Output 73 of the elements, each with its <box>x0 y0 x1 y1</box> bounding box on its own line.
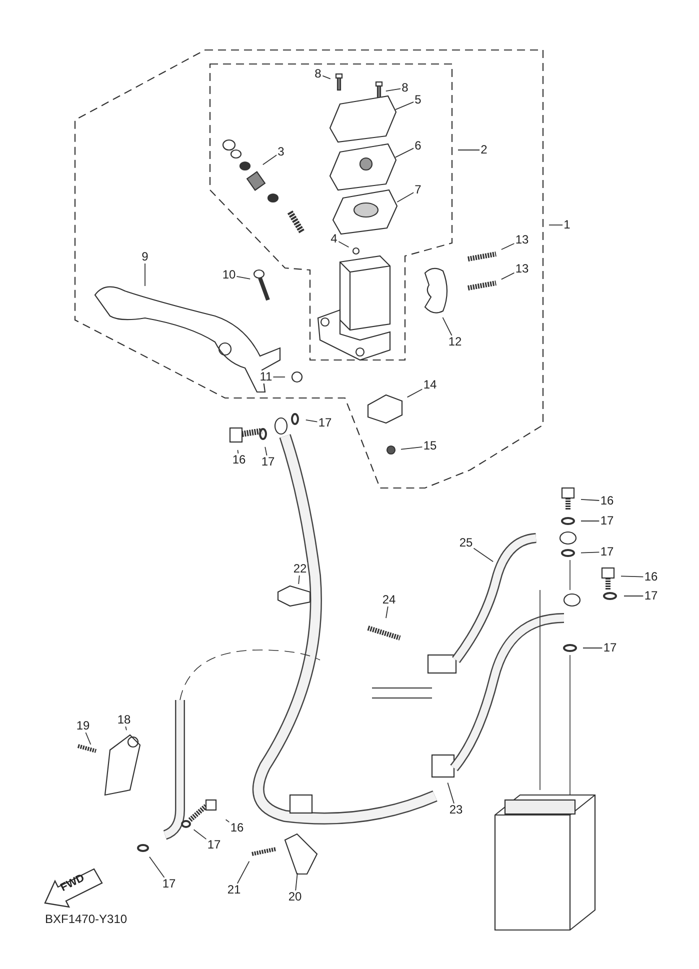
leader-line <box>225 819 230 823</box>
leader-line <box>442 316 452 336</box>
direction-label: FWD <box>58 872 86 894</box>
callout-number: 10 <box>221 268 237 282</box>
callout-number: 5 <box>414 94 422 106</box>
callout-number: 13 <box>514 262 530 276</box>
callout-number: 2 <box>480 144 488 156</box>
leader-line <box>85 732 92 745</box>
callout-number: 20 <box>287 890 303 904</box>
leader-line <box>144 263 146 286</box>
callout-number: 7 <box>414 184 422 196</box>
leader-line <box>149 856 165 878</box>
leader-line <box>447 782 454 804</box>
callout-number: 17 <box>643 590 659 602</box>
leader-line <box>236 860 250 884</box>
callout-number: 19 <box>75 720 91 732</box>
leader-line <box>305 419 318 422</box>
callout-number: 17 <box>317 416 333 430</box>
callout-number: 14 <box>422 378 438 392</box>
callout-number: 13 <box>514 234 530 246</box>
leader-line <box>500 272 515 280</box>
leader-line <box>264 446 268 456</box>
leader-line <box>620 576 644 578</box>
callout-number: 15 <box>422 440 438 452</box>
callout-number: 17 <box>602 642 618 654</box>
leader-line <box>500 243 515 250</box>
callout-number: 3 <box>276 146 286 158</box>
callout-number: 4 <box>330 232 338 246</box>
callout-number: 23 <box>448 804 464 816</box>
callout-number: 8 <box>400 82 410 94</box>
callout-number: 17 <box>260 456 276 468</box>
callout-number: 16 <box>231 454 247 466</box>
callout-number: 24 <box>381 594 397 606</box>
callout-number: 21 <box>226 884 242 896</box>
leader-line <box>262 154 278 166</box>
callout-number: 9 <box>140 250 150 264</box>
leader-line <box>125 726 127 731</box>
leader-line <box>406 388 423 398</box>
callout-number: 25 <box>458 536 474 550</box>
callout-number: 18 <box>116 714 132 726</box>
leader-line <box>548 224 564 226</box>
leader-line <box>295 872 298 891</box>
leader-line <box>385 88 402 92</box>
leader-line <box>237 450 239 454</box>
callout-number: 6 <box>414 140 422 152</box>
leader-line <box>338 240 350 248</box>
leader-line <box>394 148 414 158</box>
callout-number: 17 <box>599 546 615 558</box>
leader-line <box>386 606 388 619</box>
leader-line <box>272 376 286 378</box>
callout-number: 22 <box>292 562 308 576</box>
leader-line <box>236 276 251 280</box>
leader-line <box>298 575 300 584</box>
callout-number: 16 <box>643 570 659 584</box>
leader-line <box>193 829 207 840</box>
leader-line <box>473 548 494 562</box>
leader-line <box>396 192 414 202</box>
diagram-code: BXF1470-Y310 <box>45 912 128 926</box>
callout-number: 16 <box>599 494 615 508</box>
callout-number: 17 <box>599 514 615 528</box>
callout-number: 11 <box>258 370 274 384</box>
callout-number: 17 <box>206 838 222 852</box>
callout-number: 17 <box>161 878 177 890</box>
leader-line <box>580 520 600 522</box>
callout-number: 8 <box>314 68 322 80</box>
callout-number: 1 <box>562 218 572 232</box>
leader-line <box>580 498 600 501</box>
leader-line <box>580 552 600 554</box>
leader-line <box>400 446 423 450</box>
callout-number: 12 <box>447 336 463 348</box>
leader-line <box>322 75 331 80</box>
callout-number: 16 <box>229 822 245 834</box>
leader-line <box>395 101 414 110</box>
